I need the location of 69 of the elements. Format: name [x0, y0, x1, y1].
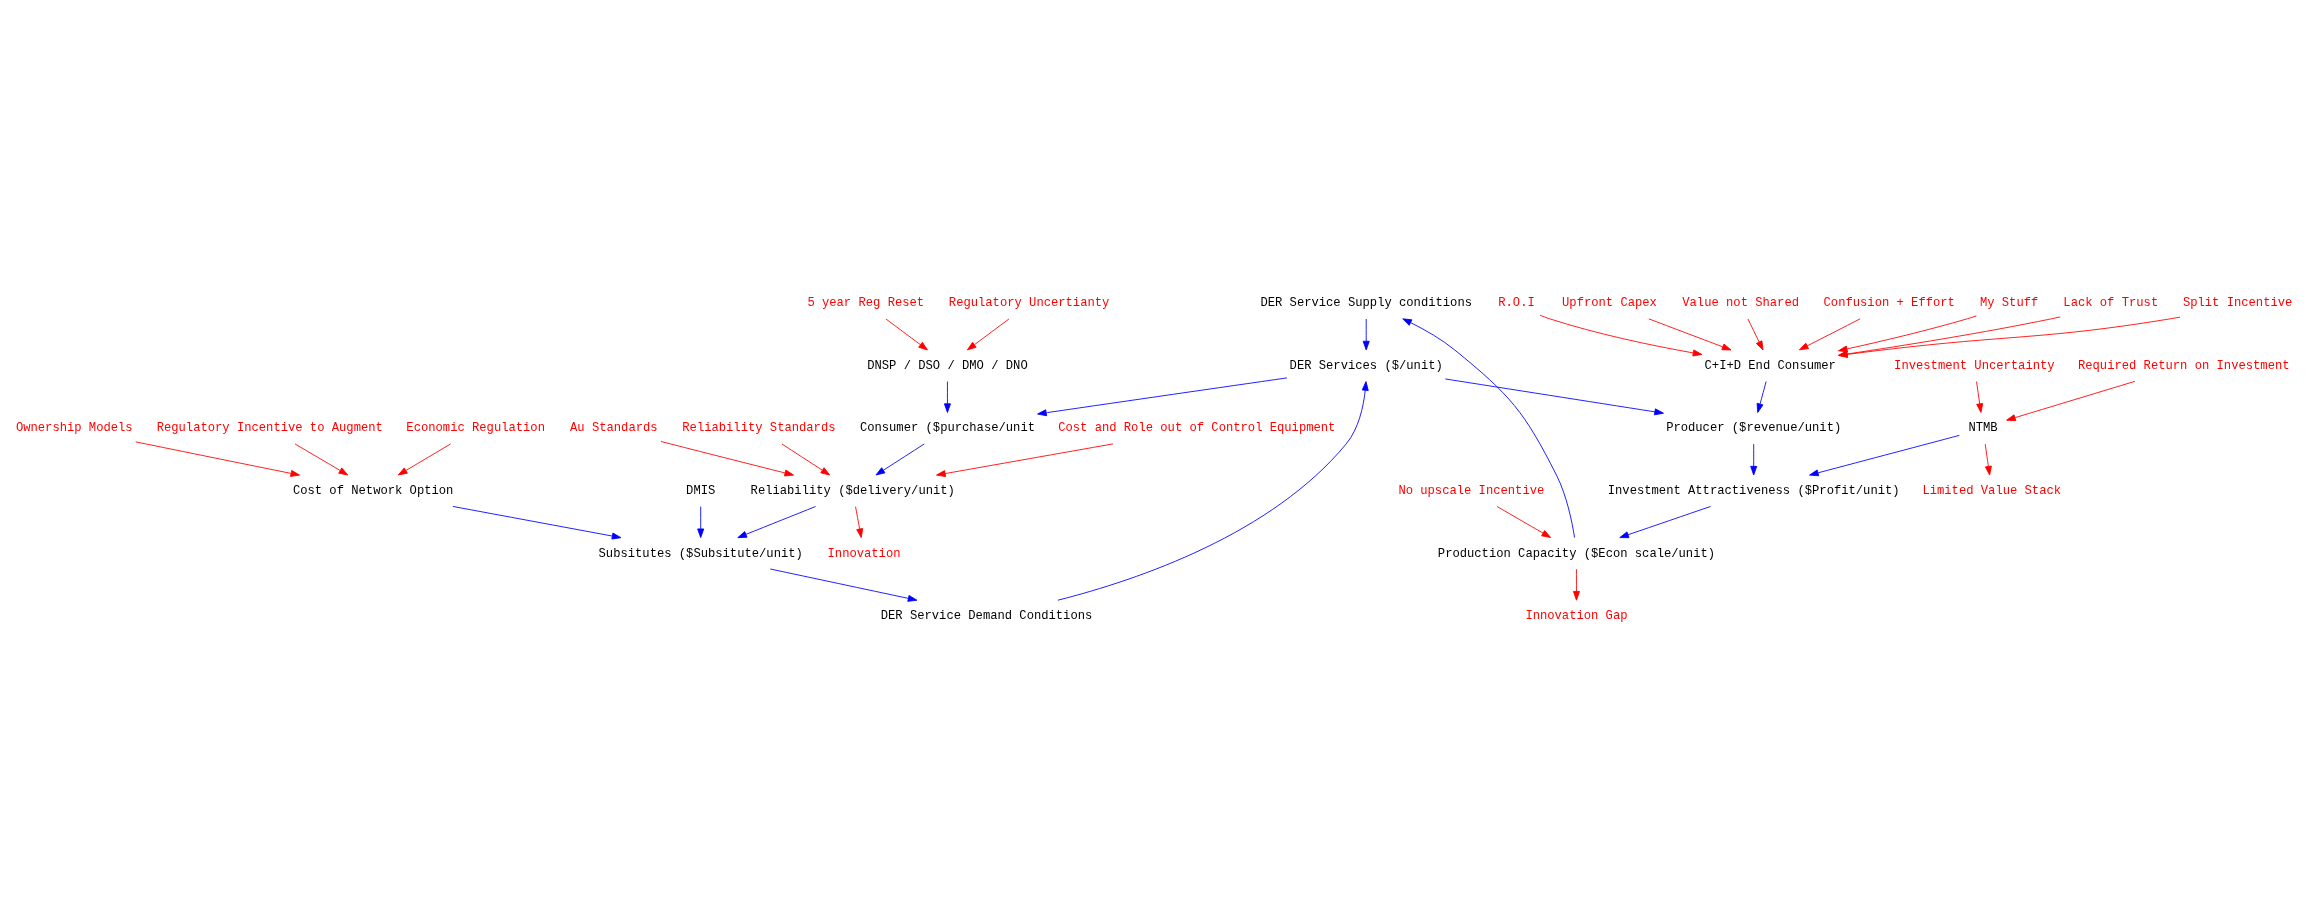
node-text: Cost of Network Option — [292, 483, 454, 498]
node-text: Regulatory Uncertianty — [948, 295, 1110, 310]
arrow — [1539, 314, 1703, 356]
node-text: Required Return on Investment — [2077, 358, 2290, 373]
arrow — [737, 505, 816, 538]
node-text: NTMB — [1968, 420, 1998, 435]
arrow — [1984, 443, 1992, 475]
node-text: Innovation Gap — [1525, 608, 1628, 623]
arrow — [1037, 376, 1288, 416]
arrow — [660, 440, 794, 476]
node-text: DER Service Demand Conditions — [880, 608, 1093, 623]
node-text: Confusion + Effort — [1823, 295, 1955, 310]
arrow — [1750, 443, 1758, 475]
node-text: Economic Regulation — [406, 420, 545, 435]
node-text: Reliability ($delivery/unit) — [750, 483, 955, 498]
node-text: Value not Shared — [1682, 295, 1800, 310]
arrow — [1756, 380, 1767, 413]
arrow — [1976, 380, 1984, 413]
node-text: Split Incentive — [2182, 295, 2293, 310]
arrow — [1057, 380, 1369, 601]
arrow — [885, 318, 928, 350]
node-text: Subsitutes ($Subsitute/unit) — [598, 546, 803, 561]
node-text: My Stuff — [1979, 295, 2039, 310]
arrow — [1648, 317, 1732, 350]
arrow — [1809, 434, 1960, 476]
node-text: Cost and Role out of Control Equipment — [1058, 420, 1336, 435]
node-text: Upfront Capex — [1562, 295, 1657, 310]
node-text: Innovation — [827, 546, 901, 561]
arrow — [1402, 317, 1575, 538]
node-text: Reliability Standards — [682, 420, 836, 435]
arrow — [1362, 318, 1370, 350]
arrow — [1838, 315, 1977, 352]
node-text: DNSP / DSO / DMO / DNO — [867, 358, 1028, 373]
arrow — [2006, 380, 2136, 421]
node-text: 5 year Reg Reset — [807, 295, 925, 310]
node-text: Consumer ($purchase/unit — [859, 420, 1035, 435]
arrow — [1747, 318, 1764, 350]
arrow — [943, 380, 951, 413]
arrow — [855, 505, 864, 538]
arrow — [781, 443, 831, 475]
node-text: C+I+D End Consumer — [1704, 358, 1836, 373]
node-text: Producer ($revenue/unit) — [1666, 420, 1842, 435]
node-text: Production Capacity ($Econ scale/unit) — [1437, 546, 1716, 561]
node-text: Ownership Models — [15, 420, 133, 435]
node-text: DER Services ($/unit) — [1289, 358, 1443, 373]
node-text: Investment Uncertainty — [1894, 358, 2055, 373]
arrow — [697, 505, 705, 538]
node-text: No upscale Incentive — [1398, 483, 1545, 498]
node-text: DER Service Supply conditions — [1260, 295, 1472, 310]
arrow — [294, 443, 349, 475]
node-text: Regulatory Incentive to Augment — [156, 420, 383, 435]
node-text: Lack of Trust — [2063, 295, 2159, 310]
arrow — [769, 568, 918, 602]
arrow — [1444, 378, 1664, 415]
arrow — [452, 505, 622, 539]
arrow — [135, 440, 300, 477]
node-text: DMIS — [686, 483, 716, 498]
node-text: R.O.I — [1498, 295, 1535, 310]
arrow — [1619, 505, 1711, 538]
arrow — [966, 318, 1010, 350]
arrow — [1573, 568, 1580, 601]
arrow — [1799, 317, 1861, 350]
node-text: Investment Attractiveness ($Profit/unit) — [1607, 483, 1900, 498]
arrow — [875, 443, 925, 475]
arrow — [936, 442, 1114, 477]
node-text: Limited Value Stack — [1922, 483, 2062, 498]
arrow — [397, 443, 452, 475]
node-text: Au Standards — [570, 420, 658, 435]
arrow — [1496, 505, 1552, 538]
